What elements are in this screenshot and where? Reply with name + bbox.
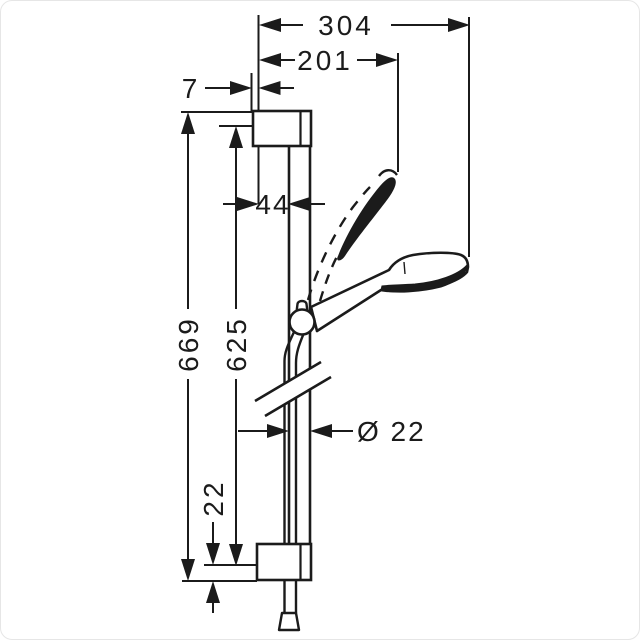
dimension-label-44: 44 xyxy=(255,189,290,220)
holder-knob xyxy=(288,308,316,336)
dimension-304: 304 xyxy=(259,10,470,41)
break-symbol xyxy=(254,360,332,418)
select-button xyxy=(403,261,406,275)
dimension-label-diameter-22: Ø 22 xyxy=(357,416,426,447)
dimension-22: 22 xyxy=(198,479,229,613)
shower-hose xyxy=(283,331,305,613)
hose-nut xyxy=(277,611,301,632)
dimension-7: 7 xyxy=(182,73,294,104)
slider-holder xyxy=(288,299,316,336)
extension-lines xyxy=(181,15,470,582)
dashed-spray-face xyxy=(337,177,396,261)
spray-face xyxy=(380,263,468,293)
dimension-625: 625 xyxy=(221,126,252,566)
dimension-label-625: 625 xyxy=(221,316,252,372)
hand-shower-dashed-position xyxy=(306,169,398,302)
bottom-wall-bracket xyxy=(255,542,313,582)
top-wall-bracket xyxy=(251,109,313,148)
dimension-label-7: 7 xyxy=(182,73,201,104)
dimension-diameter-22: Ø 22 xyxy=(238,416,426,447)
dimension-669: 669 xyxy=(173,112,204,581)
dimension-label-304: 304 xyxy=(318,10,374,41)
dimension-201: 201 xyxy=(259,45,398,76)
hand-shower-solid xyxy=(309,251,470,333)
dimension-44: 44 xyxy=(223,189,325,220)
dimension-label-669: 669 xyxy=(173,316,204,372)
dimension-label-201: 201 xyxy=(297,45,353,76)
dimension-label-22: 22 xyxy=(198,479,229,516)
